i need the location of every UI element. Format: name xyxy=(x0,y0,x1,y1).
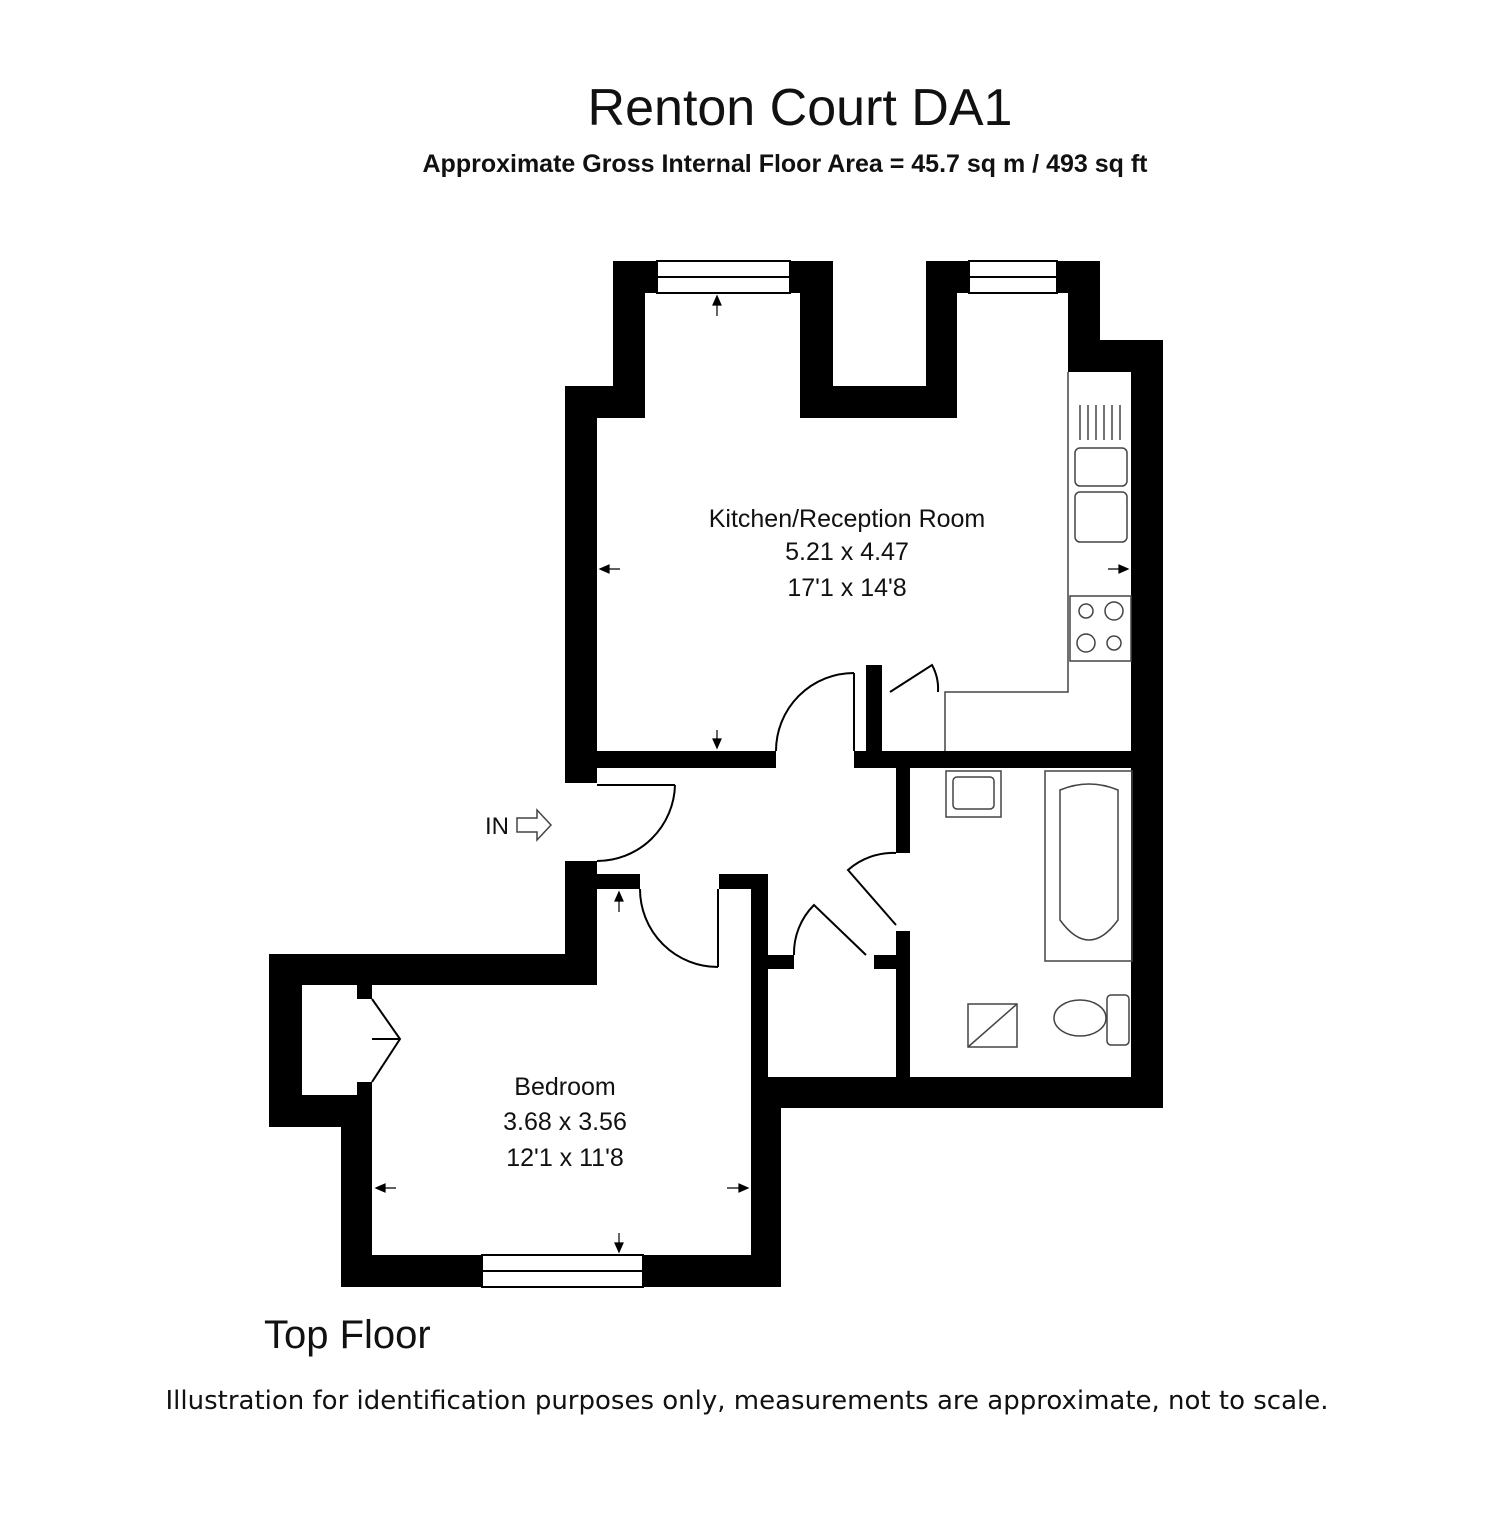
wall-hall-top xyxy=(854,751,1131,768)
door-cupboard xyxy=(792,903,867,956)
room-name-kitchen: Kitchen/Reception Room xyxy=(709,505,986,533)
entrance-label: IN xyxy=(485,813,509,840)
floor-area-subtitle: Approximate Gross Internal Floor Area = … xyxy=(422,150,1148,178)
wall-kitchen-right xyxy=(781,261,1163,1108)
hob-icon xyxy=(1069,595,1132,662)
sink-icon-2 xyxy=(1074,491,1128,543)
door-wardrobe xyxy=(371,998,402,1083)
measurement-arrows xyxy=(374,294,1130,1254)
room-metric-kitchen: 5.21 x 4.47 xyxy=(785,538,909,566)
wall-bathroom-left-upper xyxy=(896,768,910,853)
kitchen-fittings xyxy=(944,372,1132,751)
basin-icon xyxy=(945,770,1002,818)
wall-cupboard xyxy=(766,955,794,969)
door-kitchen-unit xyxy=(889,663,940,693)
entrance-arrow-icon xyxy=(516,808,553,842)
door-bathroom xyxy=(846,851,897,926)
walls xyxy=(269,261,1163,1287)
toilet-icon xyxy=(1053,999,1107,1037)
room-imperial-kitchen: 17'1 x 14'8 xyxy=(787,574,906,602)
wall-wardrobe-top xyxy=(357,985,372,999)
wall-bathroom-left-lower xyxy=(896,931,910,1077)
wall-kitchen-left-bay xyxy=(565,261,657,757)
wall-bedroom-hall xyxy=(719,874,754,889)
room-name-bedroom: Bedroom xyxy=(514,1073,615,1101)
worktop xyxy=(944,372,1069,751)
wall-cupboard-right xyxy=(874,955,910,969)
bathroom-fittings xyxy=(945,770,1133,1048)
door-kitchen xyxy=(775,672,855,752)
wall-kitchen-center xyxy=(790,261,969,418)
wall-kitchen-partition xyxy=(866,665,882,755)
wall-bedroom-bottom-left xyxy=(341,1255,482,1287)
doors xyxy=(371,663,940,1083)
wall-wardrobe-bottom xyxy=(357,1082,372,1096)
room-metric-bedroom: 3.68 x 3.56 xyxy=(503,1108,627,1136)
floor-label: Top Floor xyxy=(264,1313,431,1357)
windows xyxy=(481,260,1058,1288)
door-bedroom xyxy=(639,888,719,968)
wall-bedroom-right-ext xyxy=(751,1077,781,1287)
room-imperial-bedroom: 12'1 x 11'8 xyxy=(506,1144,624,1172)
plan-title: Renton Court DA1 xyxy=(587,79,1013,137)
door-entrance xyxy=(596,784,676,862)
bath-icon xyxy=(1044,770,1133,962)
disclaimer: Illustration for identification purposes… xyxy=(165,1386,1329,1416)
shower-tray-icon xyxy=(967,1003,1018,1048)
drainer-icon xyxy=(1079,405,1121,440)
sink-icon xyxy=(1074,447,1128,487)
wall-kitchen-bottom xyxy=(597,751,776,768)
wall-entrance-lower xyxy=(269,861,640,1287)
wall-entrance-upper xyxy=(565,757,597,783)
wall-bedroom-bottom-right xyxy=(643,1255,781,1287)
